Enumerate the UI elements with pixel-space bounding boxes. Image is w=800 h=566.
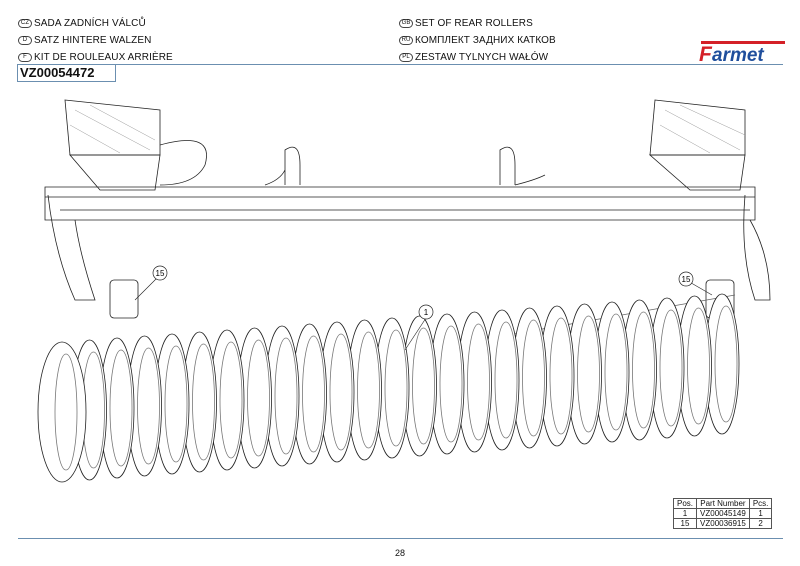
table-row: 15 VZ00036915 2 [672,518,773,529]
callout-label: 15 [156,269,165,278]
callout-label: 15 [682,275,691,284]
lang-badge: GB [399,19,413,28]
cell-part: VZ00036915 [696,518,750,529]
header-rule [18,64,783,65]
cell-pos: 1 [672,508,698,519]
roller-disc-inner [274,337,298,455]
roller-disc-inner [164,345,188,463]
cell-pcs: 2 [748,518,773,529]
lang-badge: CZ [18,19,32,28]
roller-disc-inner [659,309,683,427]
lang-badge: D [18,36,32,45]
hitch-left [264,146,301,186]
roller-disc-inner [384,329,408,447]
callouts: 15 15 1 [134,265,713,351]
farmet-logo: F armet [699,41,785,64]
col-part-number: Part Number [696,498,750,509]
roller-disc-inner [494,321,518,439]
title-text: SADA ZADNÍCH VÁLCŮ [34,18,146,29]
left-shield [64,99,161,156]
roller-disc-inner [439,325,463,443]
roller-disc-inner [577,315,600,433]
lang-badge: RU [399,36,413,45]
roller-disc-inner [302,335,325,453]
exploded-drawing: 15 15 1 [37,99,771,483]
roller-disc-inner [357,331,380,449]
title-text: КОМПЛЕКТ ЗАДНИХ КАТКОВ [415,35,556,46]
parts-table: Pos. Part Number Pcs. 1 VZ00045149 1 15 … [672,498,773,529]
left-arm [47,194,96,301]
roller-disc-inner [604,313,628,431]
callout-15-left [152,265,168,281]
roller-disc-inner [219,341,243,459]
frame-beam [44,186,756,221]
hitch-right [499,146,546,186]
roller-disc-inner [329,333,353,451]
callout-label: 1 [424,308,429,317]
roller-disc-inner [247,339,270,457]
roller-discs [37,293,740,483]
part-number: VZ00054472 [17,64,116,82]
roller-disc-inner [109,349,133,467]
roller-disc-inner [549,317,573,435]
roller-disc-inner [137,347,160,465]
left-shield-bracket [69,154,161,191]
table-header-row: Pos. Part Number Pcs. [672,498,773,509]
lang-badge: F [18,53,32,62]
cell-pos: 15 [672,518,698,529]
title-text: SATZ HINTERE WALZEN [34,35,152,46]
col-pos: Pos. [672,498,698,509]
roller-disc-inner [714,305,738,423]
title-text: KIT DE ROULEAUX ARRIÈRE [34,52,173,63]
roller-disc-inner [687,307,710,425]
page-number: 28 [394,548,405,558]
callout-15-right [678,271,694,287]
lang-badge: PL [399,53,413,62]
svg-text:F: F [699,43,713,64]
roller-disc-inner [522,319,545,437]
roller-disc-inner [192,343,215,461]
roller-disc-inner [412,327,435,445]
footer-rule [18,538,783,539]
col-pcs: Pcs. [748,498,773,509]
roller-disc-inner [467,323,490,441]
left-hose [159,140,207,186]
roller-disc-inner [632,311,655,429]
svg-text:armet: armet [712,45,764,64]
right-arm [743,194,771,301]
roller-disc [37,341,87,483]
cell-pcs: 1 [748,508,773,519]
left-bearing [109,279,139,319]
title-text: ZESTAW TYLNYCH WAŁÓW [415,52,549,63]
right-shield-bracket [648,154,746,191]
table-row: 1 VZ00045149 1 [672,508,773,519]
callout-1 [418,304,434,320]
roller-disc-inner [54,353,78,471]
title-text: SET OF REAR ROLLERS [415,18,533,29]
cell-part: VZ00045149 [696,508,750,519]
